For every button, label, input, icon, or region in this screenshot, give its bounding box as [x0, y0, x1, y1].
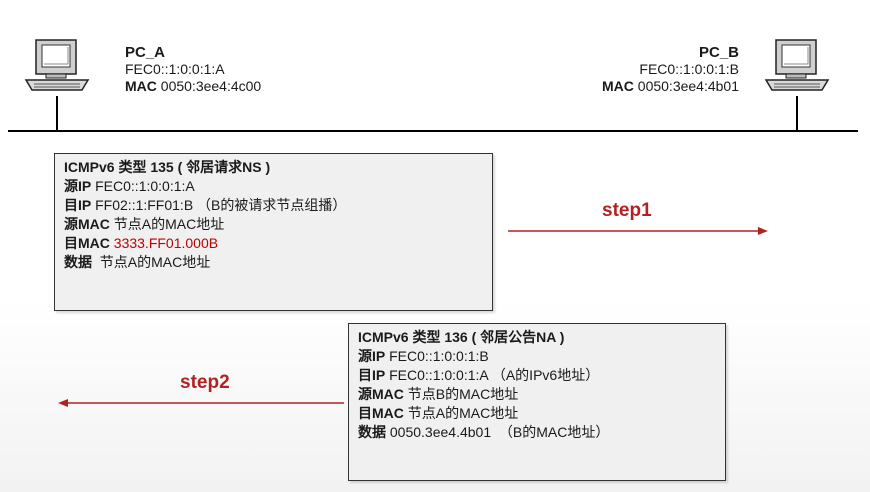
- pc-b-mac: 0050:3ee4:4b01: [637, 78, 739, 94]
- field-key: 数据: [64, 254, 92, 270]
- packet-row-src-mac: 源MAC 节点A的MAC地址: [64, 215, 482, 234]
- pc-a-name: PC_A: [125, 44, 166, 61]
- field-value: 0050.3ee4.4b01 （B的MAC地址）: [386, 424, 610, 440]
- pc-b-name: PC_B: [698, 44, 739, 61]
- packet-row-src-mac: 源MAC 节点B的MAC地址: [358, 385, 715, 404]
- packet-row-dst-mac: 目MAC 节点A的MAC地址: [358, 404, 715, 423]
- field-value: FEC0::1:0:0:1:A （A的IPv6地址）: [385, 367, 600, 383]
- field-value-highlight: 3333.FF01.000B: [109, 235, 219, 251]
- packet-row-dst-mac: 目MAC 3333.FF01.000B: [64, 234, 482, 253]
- packet-row-dst-ip: 目IP FF02::1:FF01:B （B的被请求节点组播）: [64, 196, 482, 215]
- pc-a-ip: FEC0::1:0:0:1:A: [125, 61, 225, 77]
- packet-title: ICMPv6 类型 135 ( 邻居请求NS ): [64, 159, 271, 175]
- packet-title: ICMPv6 类型 136 ( 邻居公告NA ): [358, 329, 565, 345]
- packet-row-dst-ip: 目IP FEC0::1:0:0:1:A （A的IPv6地址）: [358, 366, 715, 385]
- packet-row-data: 数据 0050.3ee4.4b01 （B的MAC地址）: [358, 423, 715, 442]
- field-key: 源IP: [64, 178, 92, 194]
- computer-icon: [764, 39, 830, 91]
- neighbor-advertisement-packet: ICMPv6 类型 136 ( 邻居公告NA ) 源IP FEC0::1:0:0…: [348, 323, 726, 481]
- step2-arrow: [58, 399, 344, 407]
- field-value: 节点B的MAC地址: [403, 386, 519, 402]
- field-value: 节点A的MAC地址: [92, 254, 211, 270]
- field-key: 源MAC: [64, 216, 110, 232]
- packet-row-src-ip: 源IP FEC0::1:0:0:1:A: [64, 177, 482, 196]
- field-key: 目IP: [64, 197, 92, 213]
- pc-a-mac: 0050:3ee4:4c00: [160, 78, 262, 94]
- neighbor-solicitation-packet: ICMPv6 类型 135 ( 邻居请求NS ) 源IP FEC0::1:0:0…: [54, 153, 493, 311]
- mac-label: MAC: [602, 78, 634, 94]
- field-value: FEC0::1:0:0:1:B: [385, 348, 489, 364]
- pc-b-drop-line: [796, 96, 798, 131]
- field-key: 目IP: [358, 367, 386, 383]
- field-key: 目MAC: [358, 405, 404, 421]
- step1-label: step1: [602, 200, 652, 221]
- packet-row-src-ip: 源IP FEC0::1:0:0:1:B: [358, 347, 715, 366]
- network-bus-line: [8, 130, 858, 132]
- field-value: FEC0::1:0:0:1:A: [91, 178, 195, 194]
- pc-a-drop-line: [56, 96, 58, 131]
- pc-b-ip: FEC0::1:0:0:1:B: [639, 61, 739, 77]
- step2-label: step2: [180, 372, 230, 393]
- field-key: 数据: [358, 424, 386, 440]
- field-value: FF02::1:FF01:B （B的被请求节点组播）: [91, 197, 347, 213]
- pc-a-info: PC_A FEC0::1:0:0:1:A MAC 0050:3ee4:4c00: [125, 44, 261, 95]
- pc-b-info: PC_B FEC0::1:0:0:1:B MAC 0050:3ee4:4b01: [602, 44, 739, 95]
- step1-arrow: [508, 227, 768, 235]
- pc-b-mac-row: MAC 0050:3ee4:4b01: [602, 78, 739, 95]
- field-key: 源IP: [358, 348, 386, 364]
- pc-a-mac-row: MAC 0050:3ee4:4c00: [125, 78, 261, 95]
- packet-row-data: 数据 节点A的MAC地址: [64, 253, 482, 272]
- field-value: 节点A的MAC地址: [403, 405, 519, 421]
- mac-label: MAC: [125, 78, 157, 94]
- field-key: 源MAC: [358, 386, 404, 402]
- field-key: 目MAC: [64, 235, 110, 251]
- computer-icon: [24, 39, 90, 91]
- field-value: 节点A的MAC地址: [109, 216, 225, 232]
